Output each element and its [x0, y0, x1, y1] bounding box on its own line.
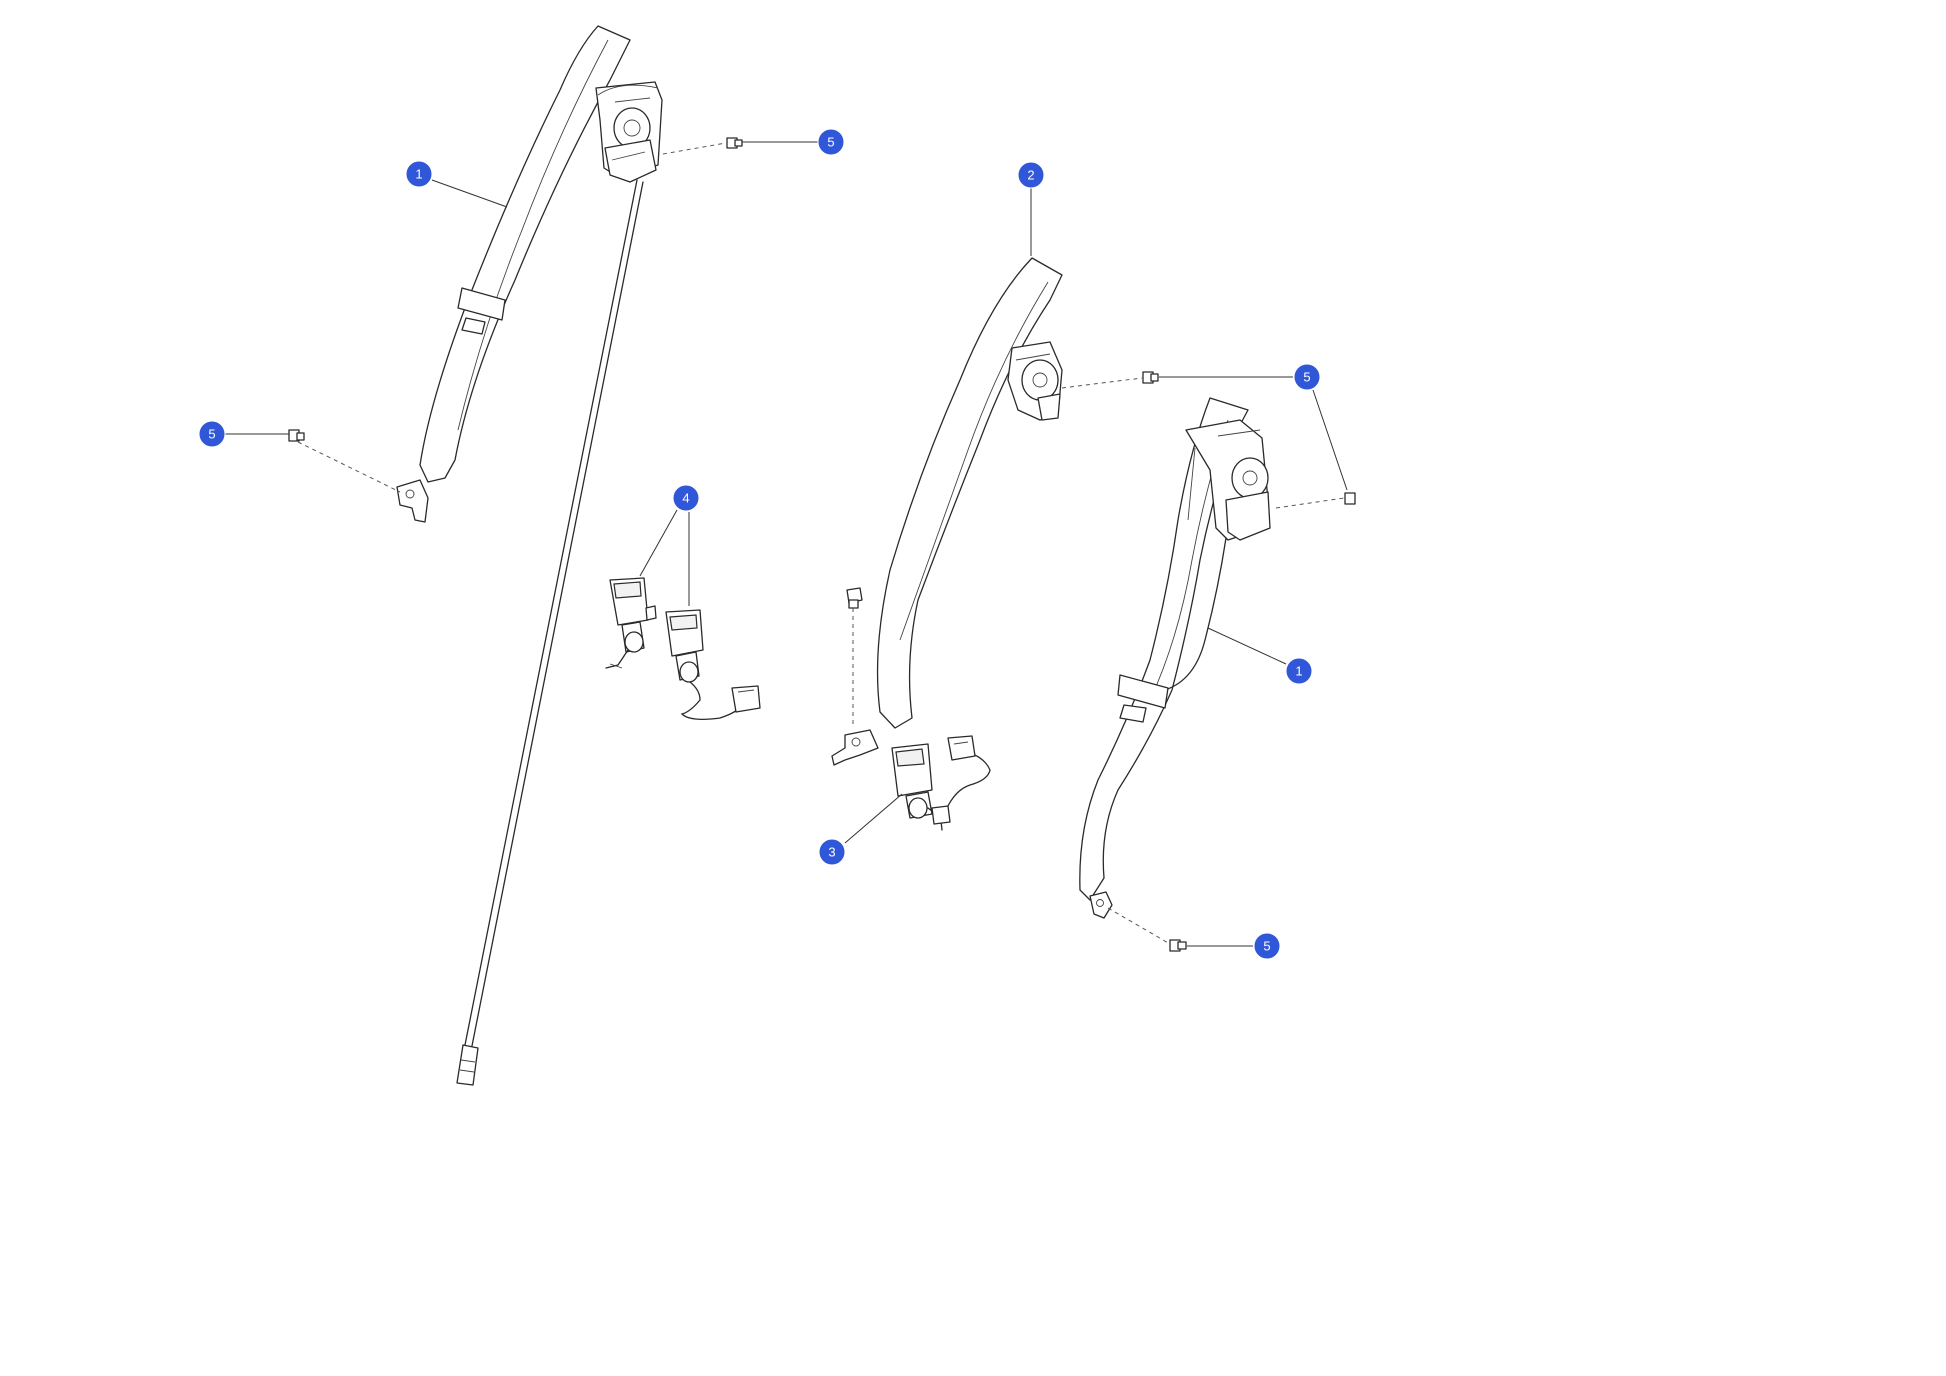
center-seat-belt-assembly — [831, 257, 1063, 766]
svg-text:5: 5 — [208, 427, 215, 442]
svg-text:1: 1 — [1295, 664, 1302, 679]
belt-guide-slider-right — [1117, 674, 1169, 723]
svg-text:4: 4 — [682, 491, 689, 506]
belt-webbing-right — [1079, 397, 1249, 901]
fastener-alignment-lines — [297, 142, 1345, 945]
anchor-plate-right — [1089, 891, 1113, 919]
callout-1-right: 1 — [1285, 657, 1313, 685]
belt-webbing-left — [419, 25, 631, 483]
cable-end-connector — [456, 1044, 479, 1086]
buckle-a — [605, 577, 657, 669]
right-seat-belt-assembly — [1079, 397, 1271, 919]
bolt-right-lower — [1169, 939, 1187, 952]
bolt-center-left — [846, 587, 863, 609]
callout-leaders — [225, 141, 1348, 947]
retractor-right — [1185, 419, 1271, 541]
retractor-left — [595, 81, 663, 183]
retractor-center — [1007, 341, 1063, 421]
buckle-3-connector-a — [947, 735, 976, 761]
buckle-3 — [891, 735, 991, 831]
belt-webbing-center — [876, 257, 1063, 729]
callout-2: 2 — [1017, 161, 1045, 189]
svg-text:5: 5 — [1263, 939, 1270, 954]
buckle-b-connector — [731, 685, 761, 713]
bolt-center-right — [1142, 371, 1159, 384]
left-seat-belt-assembly — [396, 25, 663, 1086]
buckle-3-connector-b — [931, 805, 951, 825]
svg-text:1: 1 — [415, 167, 422, 182]
svg-text:5: 5 — [1303, 370, 1310, 385]
callout-1-left: 1 — [405, 160, 433, 188]
callout-5-right: 5 — [1293, 363, 1321, 391]
bolt-top-left — [726, 137, 743, 149]
svg-text:3: 3 — [828, 845, 835, 860]
callout-5-bottom-right: 5 — [1253, 932, 1281, 960]
callout-5-left: 5 — [198, 420, 226, 448]
buckle-pair — [605, 577, 761, 720]
belt-guide-slider-left — [457, 287, 506, 335]
seat-belt-exploded-diagram: 1 5 5 4 2 5 1 3 5 — [198, 25, 1356, 1086]
buckle-b — [665, 609, 761, 720]
callout-5-top-left: 5 — [817, 128, 845, 156]
anchor-plate-center — [831, 729, 879, 766]
svg-text:5: 5 — [827, 135, 834, 150]
callout-3: 3 — [818, 838, 846, 866]
bolt-left — [288, 429, 305, 442]
anchor-plate-left — [396, 479, 429, 523]
callout-4: 4 — [672, 484, 700, 512]
svg-text:2: 2 — [1027, 168, 1034, 183]
bolt-right-upper — [1344, 492, 1356, 505]
